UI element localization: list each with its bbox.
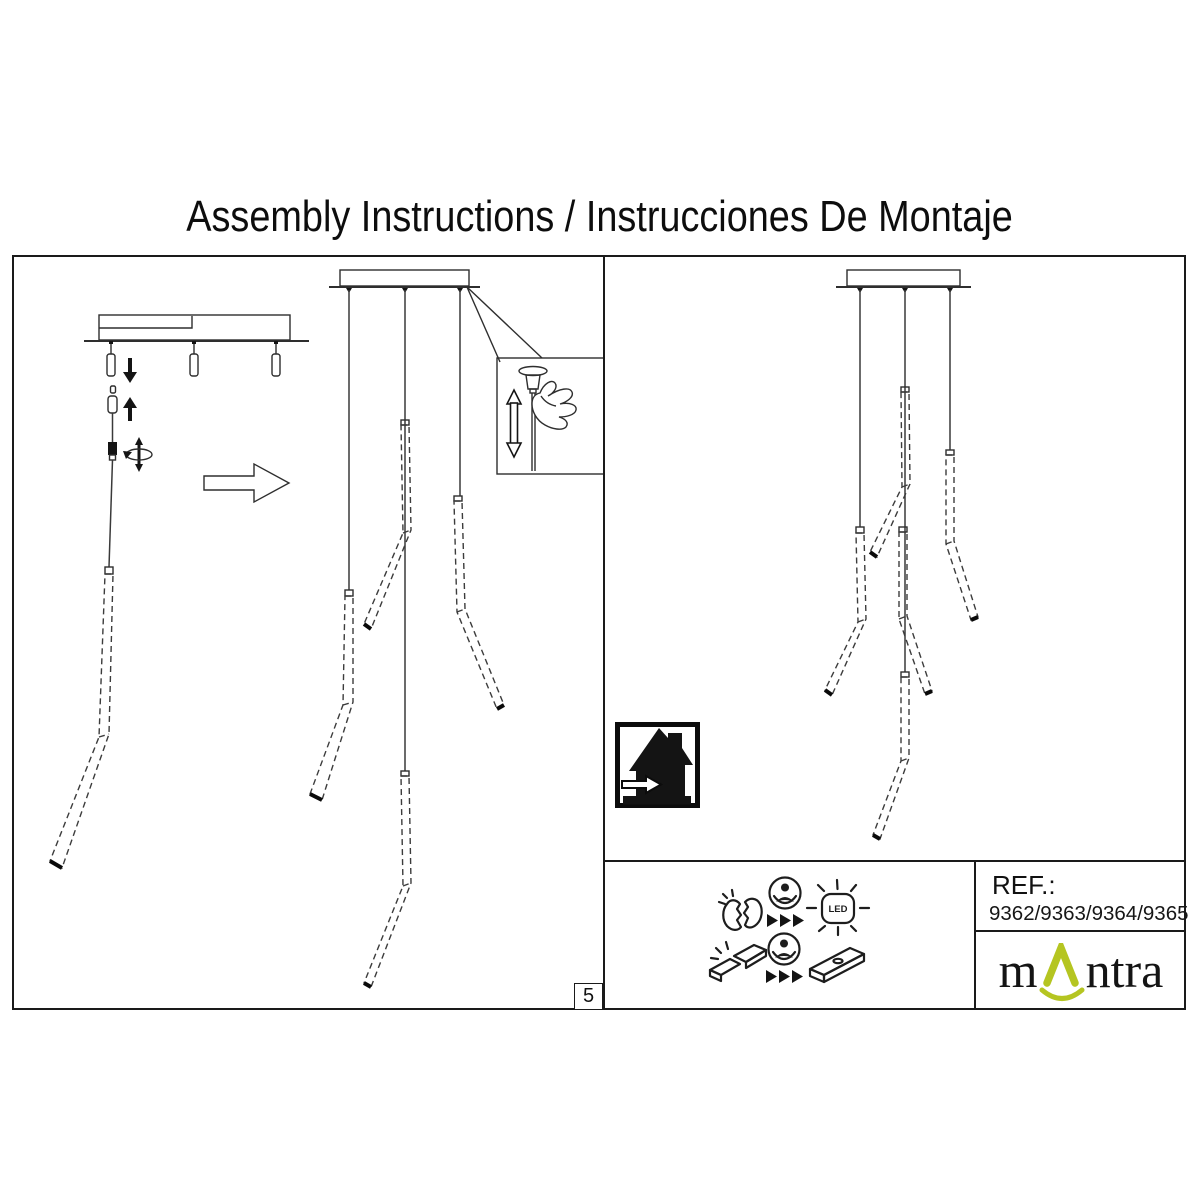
- panel-step-right: LED: [603, 257, 1189, 1010]
- lower-arrow-icon: [123, 358, 137, 383]
- broken-driver-icon: [708, 940, 768, 983]
- svg-text:LED: LED: [829, 904, 848, 915]
- led-driver-icon: [808, 946, 866, 984]
- ref-label: REF.:: [992, 870, 1056, 900]
- brand-prefix: m: [998, 942, 1038, 998]
- rotate-adjust-icon: [123, 437, 153, 472]
- final-fixture-area: [605, 257, 1184, 860]
- assembled-fixture-drawing: [309, 269, 505, 989]
- brand-suffix: ntra: [1085, 942, 1164, 998]
- diagram-frame: LED: [12, 255, 1189, 1010]
- professional-person-icon: [768, 876, 802, 910]
- ceiling-rail-drawing: [84, 314, 309, 377]
- cable-gripper-drawing: [108, 442, 117, 461]
- footer-strip: LED: [605, 860, 1189, 1010]
- brand-logo: m ntra: [976, 932, 1186, 1008]
- safety-icons-cell: LED: [605, 862, 974, 1008]
- final-fixture-drawing: [823, 269, 979, 841]
- next-step-arrow-icon: [203, 462, 291, 504]
- left-panel-drawing: [48, 269, 603, 989]
- replace-arrows-icon: [767, 914, 804, 927]
- reference-column: REF.: 9362/9363/9364/9365 m: [974, 862, 1189, 1008]
- professional-person-icon: [767, 932, 801, 966]
- page-number-box: 5: [574, 983, 603, 1009]
- replace-arrows-icon: [766, 970, 803, 983]
- cable-fitting-drawing: [107, 385, 118, 414]
- indoor-use-house-icon: [615, 722, 700, 808]
- panel-step-left: [14, 257, 603, 1008]
- led-lamp-icon: LED: [805, 878, 871, 937]
- brand-box: m ntra: [976, 932, 1186, 1008]
- reference-box: REF.: 9362/9363/9364/9365: [976, 862, 1189, 932]
- page-title: Assembly Instructions / Instrucciones De…: [186, 192, 1014, 241]
- pendant-tube-exploded: [48, 566, 114, 870]
- ref-numbers: 9362/9363/9364/9365: [989, 902, 1189, 925]
- page-number: 5: [582, 985, 595, 1007]
- height-adjust-detail-box: [466, 286, 603, 475]
- brand-caret-icon: [1039, 943, 1085, 1009]
- broken-lamp-icon: [717, 888, 763, 931]
- height-adjust-arrow-icon: [505, 388, 523, 459]
- right-panel-drawing: [615, 269, 979, 841]
- raise-arrow-icon: [123, 397, 137, 421]
